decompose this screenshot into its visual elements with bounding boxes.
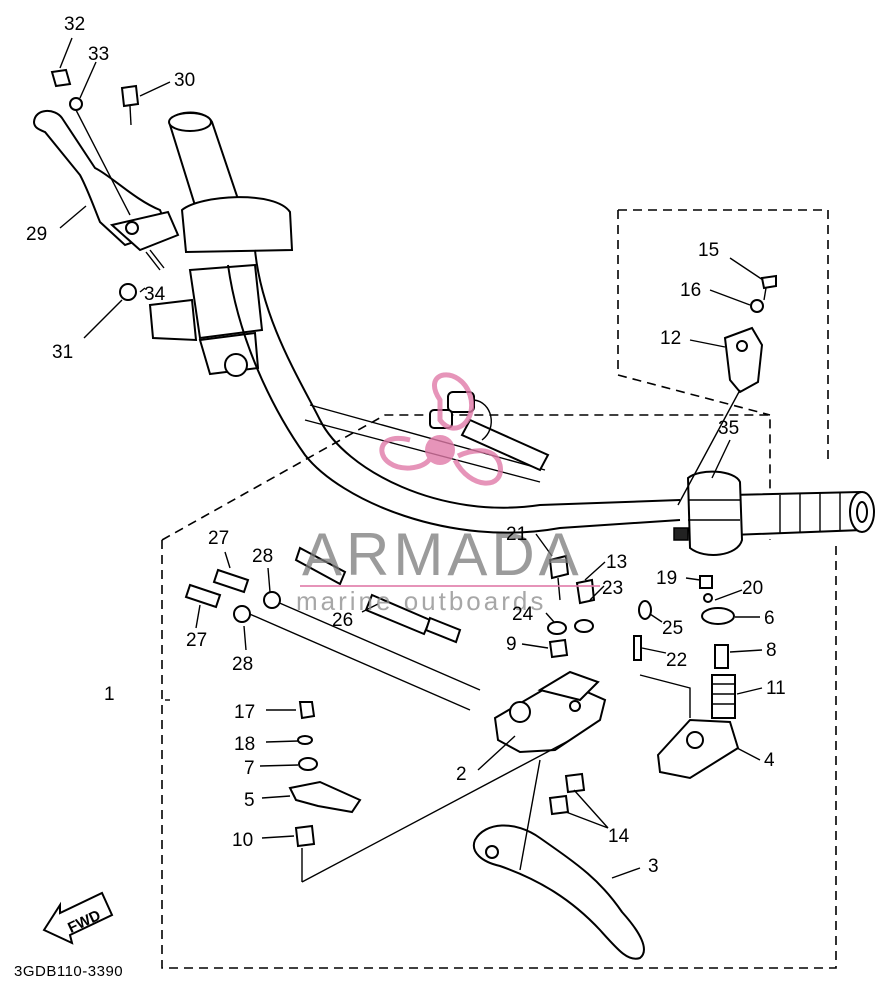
callout-24: 24 [512,604,534,625]
callout-13: 13 [606,552,627,573]
fwd-arrow-icon: FWD [42,891,114,945]
callout-32: 32 [64,14,85,35]
watermark-logo [300,372,600,587]
callout-26: 26 [332,610,353,631]
left-lever-assembly [32,68,180,301]
callout-20: 20 [742,578,763,599]
callout-22: 22 [666,650,687,671]
group-outline-main [161,414,837,969]
callout-34: 34 [144,284,166,305]
callout-27-upper: 27 [208,528,229,549]
callout-12: 12 [660,328,681,349]
switch-housing-parts [633,575,740,780]
callout-6: 6 [764,608,775,629]
callout-15: 15 [698,240,719,261]
group-outline-switch [617,209,829,465]
callout-9: 9 [506,634,517,655]
left-small-parts [288,701,362,848]
front-lever [472,824,645,960]
callout-3: 3 [648,856,659,877]
callout-labels: 32 33 30 29 34 31 15 16 12 35 21 13 23 2… [26,14,786,877]
callout-31: 31 [52,342,73,363]
callout-19: 19 [656,568,677,589]
callout-33: 33 [88,44,109,65]
callout-14: 14 [608,826,630,847]
callout-16: 16 [680,280,701,301]
callout-18: 18 [234,734,255,755]
callout-21: 21 [506,524,527,545]
handlebar [148,111,875,537]
callout-28-lower: 28 [232,654,253,675]
callout-7: 7 [244,758,255,779]
callout-1: 1 [104,684,115,705]
callout-8: 8 [766,640,777,661]
callout-2: 2 [456,764,467,785]
callout-4: 4 [764,750,775,771]
leader-lines [59,37,764,883]
callout-10: 10 [232,830,253,851]
callout-17: 17 [234,702,255,723]
switch-assembly [673,274,777,556]
cable-assembly [184,546,481,711]
callout-29: 29 [26,224,47,245]
callout-27-lower: 27 [186,630,207,651]
callout-28-upper: 28 [252,546,273,567]
callout-30: 30 [174,70,195,91]
callout-5: 5 [244,790,255,811]
callout-23: 23 [602,578,623,599]
watermark-tagline: marine outboards [296,586,546,616]
callout-35: 35 [718,418,739,439]
callout-11: 11 [766,678,786,699]
lever-bracket [493,670,607,754]
watermark-brand: ARMADA [302,521,583,588]
diagram-reference-code: 3GDB110-3390 [14,963,123,980]
callout-25: 25 [662,618,683,639]
